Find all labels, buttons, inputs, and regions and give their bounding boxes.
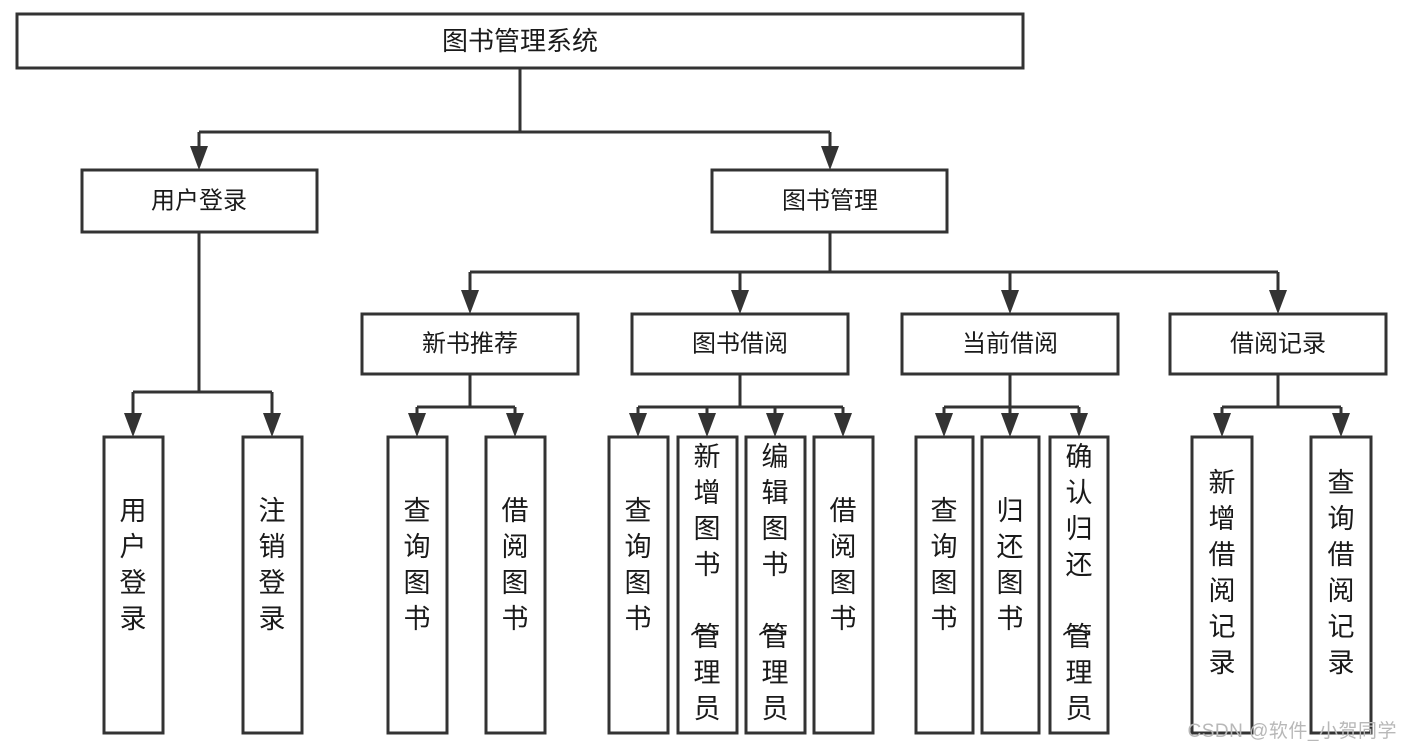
node-book-manage[interactable]: 图书管理	[710, 168, 949, 234]
leaf-return-book[interactable]: 归还图书	[980, 435, 1041, 735]
node-book-borrow-label: 图书借阅	[692, 330, 788, 357]
leaf-query-book-2-label: 查询图书	[625, 496, 652, 634]
node-book-borrow[interactable]: 图书借阅	[630, 312, 850, 376]
node-root-label: 图书管理系统	[442, 26, 598, 56]
node-root[interactable]: 图书管理系统	[15, 12, 1025, 70]
connector-userlogin-to-leaves	[124, 232, 281, 437]
leaf-borrow-book-2-label: 借阅图书	[830, 496, 857, 634]
leaf-query-record-label: 查询借阅记录	[1328, 468, 1355, 678]
node-current-borrow-label: 当前借阅	[962, 330, 1058, 357]
node-user-login-label: 用户登录	[151, 187, 247, 214]
connector-borrowrecord-to-leaves	[1213, 374, 1350, 437]
leaf-logout-login[interactable]: 注销登录	[241, 435, 304, 735]
leaf-add-record-label: 新增借阅记录	[1209, 468, 1236, 678]
leaf-edit-book-label: 编辑图书（管理员）	[756, 442, 789, 747]
leaf-borrow-book-2[interactable]: 借阅图书	[812, 435, 875, 735]
leaf-query-book-3-label: 查询图书	[931, 496, 958, 634]
leaf-user-login-label: 用户登录	[120, 496, 147, 634]
node-borrow-record-label: 借阅记录	[1230, 330, 1326, 357]
leaf-add-book[interactable]: 新增图书（管理员）	[676, 435, 739, 747]
leaf-borrow-book-1[interactable]: 借阅图书	[484, 435, 547, 735]
leaf-query-record[interactable]: 查询借阅记录	[1309, 435, 1373, 735]
connector-currentborrow-to-leaves	[935, 374, 1088, 437]
leaf-query-book-3[interactable]: 查询图书	[914, 435, 975, 735]
leaf-query-book-1-label: 查询图书	[404, 496, 431, 634]
node-new-book-recommend-label: 新书推荐	[422, 330, 518, 357]
leaf-user-login[interactable]: 用户登录	[102, 435, 165, 735]
connector-bookborrow-to-leaves	[629, 374, 852, 437]
leaf-edit-book[interactable]: 编辑图书（管理员）	[744, 435, 807, 747]
connector-bookmanage-to-level3	[461, 232, 1287, 314]
leaf-add-book-label: 新增图书（管理员）	[688, 442, 721, 747]
node-new-book-recommend[interactable]: 新书推荐	[360, 312, 580, 376]
leaf-query-book-2[interactable]: 查询图书	[607, 435, 670, 735]
leaf-logout-login-label: 注销登录	[259, 496, 286, 634]
leaf-borrow-book-1-label: 借阅图书	[502, 496, 529, 634]
node-book-manage-label: 图书管理	[782, 187, 878, 214]
leaf-add-record[interactable]: 新增借阅记录	[1190, 435, 1254, 735]
connector-root-to-level2	[190, 68, 839, 170]
leaf-confirm-return[interactable]: 确认归还（管理员）	[1048, 435, 1110, 747]
csdn-watermark: CSDN @软件_小贺同学	[1187, 721, 1397, 742]
node-current-borrow[interactable]: 当前借阅	[900, 312, 1120, 376]
leaf-confirm-return-label: 确认归还（管理员）	[1060, 442, 1093, 747]
node-user-login[interactable]: 用户登录	[80, 168, 319, 234]
leaf-return-book-label: 归还图书	[997, 496, 1024, 634]
leaf-query-book-1[interactable]: 查询图书	[386, 435, 449, 735]
connector-newbook-to-leaves	[408, 374, 524, 437]
node-borrow-record[interactable]: 借阅记录	[1168, 312, 1388, 376]
